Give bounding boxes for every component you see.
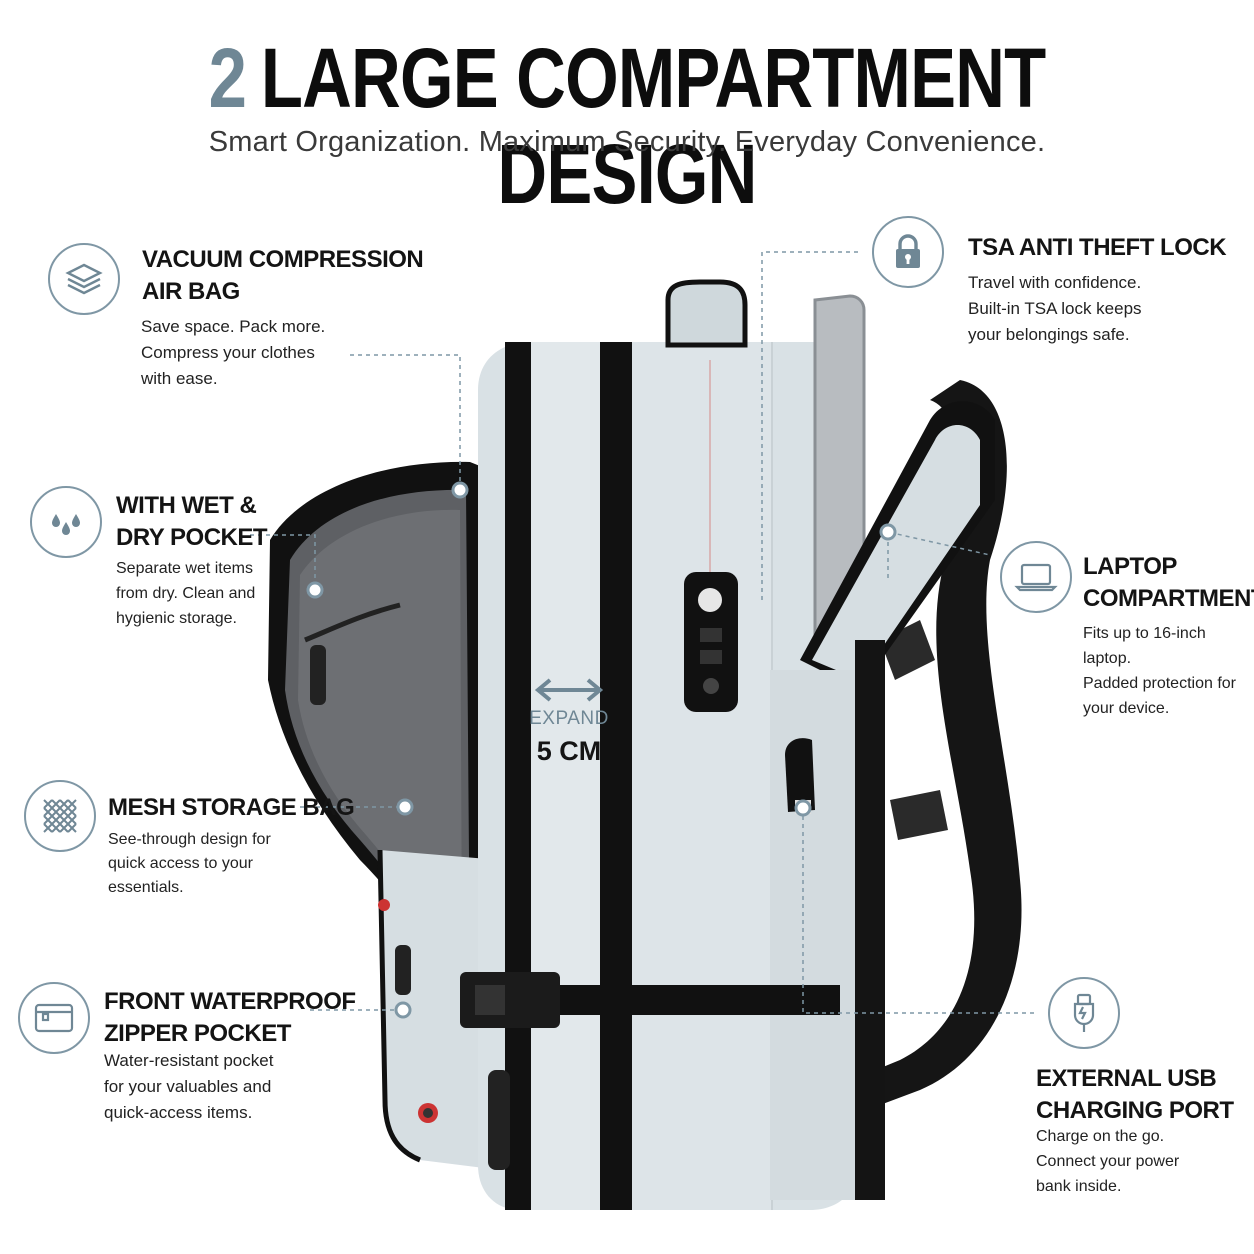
usb-icon [1048,977,1120,1049]
shoulder-strap [740,380,1022,1150]
laptop-icon [1000,541,1072,613]
expand-arrow-icon [534,678,604,702]
tsa-description: Travel with confidence. Built-in TSA loc… [968,273,1142,344]
usb-title-line2: CHARGING PORT [1036,1097,1234,1124]
front-title: FRONT WATERPROOF ZIPPER POCKET [104,986,356,1050]
usb-title: EXTERNAL USB CHARGING PORT [1036,1063,1234,1127]
usb-port [785,738,815,812]
mesh-title: MESH STORAGE BAG [108,794,355,821]
usb-description: Charge on the go. Connect your power ban… [1036,1128,1180,1195]
laptop-title-line1: LAPTOP [1083,553,1177,580]
usb-title-line1: EXTERNAL USB [1036,1065,1217,1092]
front-description: Water-resistant pocket for your valuable… [104,1051,274,1122]
front-title-line2: ZIPPER POCKET [104,1020,291,1047]
laptop-description: Fits up to 16-inch laptop. Padded protec… [1083,625,1236,717]
mesh-panel-inner [298,509,462,960]
back-panel [770,670,860,1200]
tsa-title: TSA ANTI THEFT LOCK [968,234,1227,261]
mesh-description: See-through design for quick access to y… [108,831,271,896]
leader-laptop [887,531,991,578]
expand-label: EXPAND [529,708,609,729]
leader-tsa [761,251,858,600]
laptop-title-line2: COMPARTMENT [1083,585,1254,612]
vacuum-description: Save space. Pack more. Compress your clo… [141,317,326,388]
title-number: 2 [208,31,247,125]
vacuum-title: VACUUM COMPRESSION AIR BAG [142,244,424,308]
laptop [813,294,866,643]
zipper-line [304,602,401,643]
top-handle [665,279,748,348]
water-drops-icon [30,486,102,558]
wetdry-title-line2: DRY POCKET [116,524,268,551]
zipper-pocket-icon [18,982,90,1054]
wetdry-description: Separate wet items from dry. Clean and h… [116,560,256,627]
strap-clip [890,790,948,840]
page-subtitle: Smart Organization. Maximum Security. Ev… [208,126,1046,158]
layers-icon [48,243,120,315]
expand-value: 5 CM [536,736,602,766]
laptop-title: LAPTOP COMPARTMENT [1083,551,1254,615]
title-text: LARGE COMPARTMENT DESIGN [260,31,1046,221]
vacuum-title-line2: AIR BAG [142,278,240,305]
front-pocket [380,850,500,1170]
wetdry-title: WITH WET & DRY POCKET [116,490,268,554]
mesh-icon [24,780,96,852]
vacuum-title-line1: VACUUM COMPRESSION [142,246,424,273]
leader-vacuum [350,354,461,490]
wetdry-title-line1: WITH WET & [116,492,257,519]
front-title-line1: FRONT WATERPROOF [104,988,356,1015]
padlock-icon [872,216,944,288]
leader-wetdry [250,534,316,590]
